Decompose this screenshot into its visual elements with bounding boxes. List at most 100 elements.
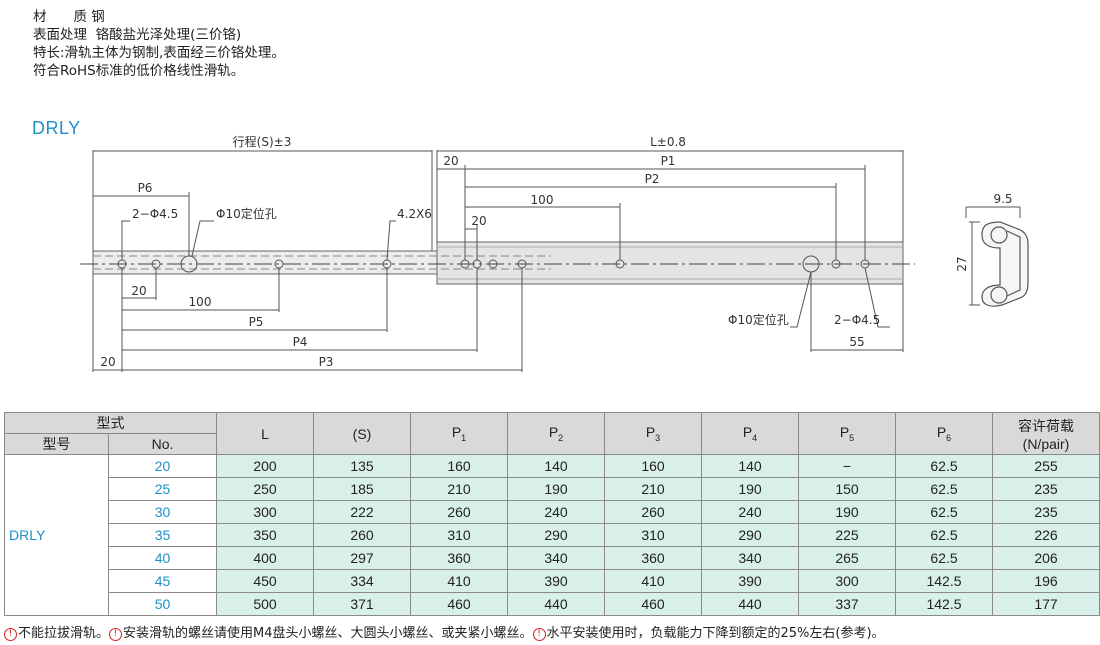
cell: 310 xyxy=(604,523,702,547)
cell: 297 xyxy=(313,546,411,570)
cell: 360 xyxy=(410,546,508,570)
table-row: DRLY 20 200 135 160 140 160 140 − 62.5 2… xyxy=(4,454,1100,616)
cell: 360 xyxy=(604,546,702,570)
cell: 190 xyxy=(507,477,605,501)
table-row: 30 300 222 260 240 260 240 190 62.5 235 xyxy=(5,500,1100,524)
cell: 177 xyxy=(992,592,1100,616)
cell: 400 xyxy=(216,546,314,570)
cell: 62.5 xyxy=(895,500,993,524)
cell: 135 xyxy=(313,454,411,478)
table-row: 45 450 334 410 390 410 390 300 142.5 196 xyxy=(5,569,1100,593)
cell: 260 xyxy=(604,500,702,524)
col-header-P6: P6 xyxy=(895,412,993,455)
cell: 337 xyxy=(798,592,896,616)
cell-no: 30 xyxy=(108,500,217,524)
cell-no: 20 xyxy=(108,454,217,478)
cell: 260 xyxy=(313,523,411,547)
cell: 300 xyxy=(798,569,896,593)
cell: 240 xyxy=(701,500,799,524)
cell: 310 xyxy=(410,523,508,547)
surface-label: 表面处理 xyxy=(33,27,87,43)
cell: 160 xyxy=(410,454,508,478)
material-row: 材 质 钢 xyxy=(33,8,293,26)
cell: 350 xyxy=(216,523,314,547)
cell: 226 xyxy=(992,523,1100,547)
cell: 196 xyxy=(992,569,1100,593)
cell: 225 xyxy=(798,523,896,547)
cell: 460 xyxy=(410,592,508,616)
cell: 160 xyxy=(604,454,702,478)
cell: 340 xyxy=(701,546,799,570)
col-header-P5: P5 xyxy=(798,412,896,455)
notes: !不能拉拔滑轨。!安装滑轨的螺丝请使用M4盘头小螺丝、大圆头小螺丝、或夹紧小螺丝… xyxy=(4,622,885,641)
hole-label-phi10-right: Φ10定位孔 xyxy=(728,312,789,327)
dim-stroke: 行程(S)±3 xyxy=(233,134,292,149)
cell-no: 25 xyxy=(108,477,217,501)
table-row: 25 250 185 210 190 210 190 150 62.5 235 xyxy=(5,477,1100,501)
cell: 190 xyxy=(701,477,799,501)
hole-label-slot: 4.2X6 xyxy=(397,207,432,221)
cell: 142.5 xyxy=(895,592,993,616)
header-model: 型号 xyxy=(4,433,109,455)
warning-icon: ! xyxy=(109,628,123,641)
dim-P1: P1 xyxy=(661,154,676,168)
header-no: No. xyxy=(108,433,217,455)
cell: 450 xyxy=(216,569,314,593)
cell: 235 xyxy=(992,477,1100,501)
rail-cross-section xyxy=(981,221,1029,307)
dim-20-top: 20 xyxy=(443,154,458,168)
cell: 200 xyxy=(216,454,314,478)
cell: 300 xyxy=(216,500,314,524)
model-cell: DRLY xyxy=(4,454,109,616)
dim-P4: P4 xyxy=(293,335,308,349)
warning-icon: ! xyxy=(4,628,17,641)
cell: 185 xyxy=(313,477,411,501)
col-header-load: 容许荷载(N/pair) xyxy=(992,412,1100,455)
cell: 206 xyxy=(992,546,1100,570)
cell: 210 xyxy=(604,477,702,501)
header-type: 型式 xyxy=(4,412,217,434)
note-1: 不能拉拔滑轨。 xyxy=(18,626,110,641)
cell: 140 xyxy=(701,454,799,478)
col-header-P4: P4 xyxy=(701,412,799,455)
cell-no: 35 xyxy=(108,523,217,547)
hole xyxy=(488,259,498,269)
material-label: 材 质 xyxy=(33,9,87,25)
cell: 440 xyxy=(507,592,605,616)
dim-L: L±0.8 xyxy=(650,135,686,149)
spec-block: 材 质 钢 表面处理 铬酸盐光泽处理(三价铬) 特长:滑轨主体为钢制,表面经三价… xyxy=(33,8,293,80)
dim-P5: P5 xyxy=(249,315,264,329)
table-row: 40 400 297 360 340 360 340 265 62.5 206 xyxy=(5,546,1100,570)
cell: 290 xyxy=(507,523,605,547)
cell: 390 xyxy=(507,569,605,593)
surface-value: 铬酸盐光泽处理(三价铬) xyxy=(95,27,242,43)
cell: 410 xyxy=(410,569,508,593)
cell: 390 xyxy=(701,569,799,593)
cell: 440 xyxy=(701,592,799,616)
cell: 235 xyxy=(992,500,1100,524)
table-row: 35 350 260 310 290 310 290 225 62.5 226 xyxy=(5,523,1100,547)
hole-label-phi10-left: Φ10定位孔 xyxy=(216,206,277,221)
dim-55: 55 xyxy=(849,335,864,349)
hole-label-2phi-left: 2−Φ4.5 xyxy=(132,207,178,221)
cell: 290 xyxy=(701,523,799,547)
note-3: 水平安装使用时，负载能力下降到额定的25%左右(参考)。 xyxy=(546,626,885,641)
technical-drawing: 行程(S)±3 L±0.8 20 P1 P2 100 20 P6 2−Φ4.5 … xyxy=(80,134,1029,372)
spec-table: 型式 L (S) P1 P2 P3 P4 P5 P6 容许荷载(N/pair) … xyxy=(4,412,1100,616)
col-header-P1: P1 xyxy=(410,412,508,455)
cell: 140 xyxy=(507,454,605,478)
cell: 62.5 xyxy=(895,546,993,570)
dim-20-left: 20 xyxy=(100,355,115,369)
dim-section-width: 9.5 xyxy=(993,192,1012,206)
cell: 62.5 xyxy=(895,454,993,478)
cell: 340 xyxy=(507,546,605,570)
warning-icon: ! xyxy=(532,628,546,641)
cell: 265 xyxy=(798,546,896,570)
col-header-S: (S) xyxy=(313,412,411,455)
surface-row: 表面处理 铬酸盐光泽处理(三价铬) xyxy=(33,26,293,44)
material-value: 钢 xyxy=(91,9,105,25)
cell: 210 xyxy=(410,477,508,501)
cell: 500 xyxy=(216,592,314,616)
col-header-P2: P2 xyxy=(507,412,605,455)
cell: 260 xyxy=(410,500,508,524)
